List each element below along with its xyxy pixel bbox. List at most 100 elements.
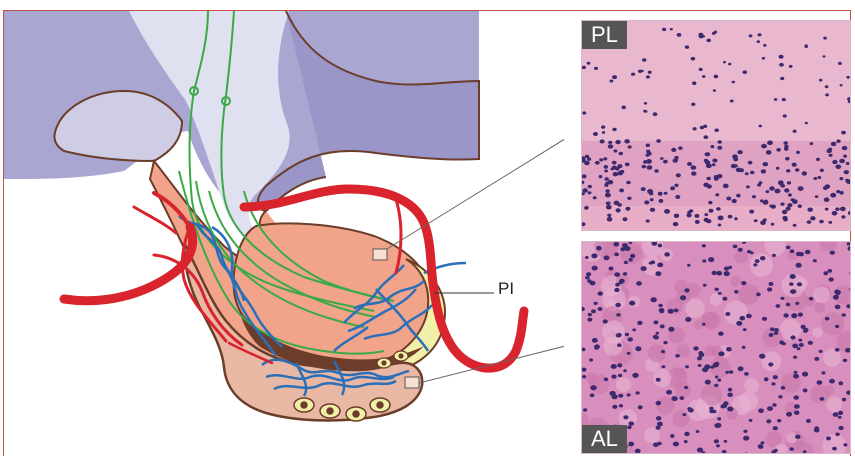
pl-nucleus: [718, 224, 722, 227]
al-nucleus: [617, 343, 621, 347]
al-nucleus: [845, 348, 851, 353]
pl-nucleus: [767, 141, 773, 146]
pl-nucleus: [737, 150, 742, 154]
al-nucleus: [590, 385, 596, 390]
al-nucleus: [627, 393, 631, 396]
pl-nucleus: [750, 171, 754, 174]
al-nucleus: [796, 252, 801, 256]
pl-nucleus: [625, 163, 630, 167]
pl-nucleus: [698, 33, 703, 37]
al-nucleus: [814, 428, 820, 432]
pl-nucleus: [602, 131, 605, 134]
pl-nucleus: [836, 190, 840, 193]
pl-nucleus: [778, 180, 784, 185]
al-nucleus: [623, 415, 628, 419]
pi-label: PI: [498, 279, 514, 299]
al-nucleus: [625, 333, 629, 336]
pl-nucleus: [650, 198, 654, 201]
pl-nucleus: [677, 33, 682, 37]
pl-nucleus: [757, 183, 761, 186]
al-nucleus: [767, 287, 772, 291]
pl-nucleus: [658, 192, 663, 196]
al-nucleus: [739, 316, 745, 321]
pl-nucleus: [825, 93, 829, 96]
al-nucleus: [585, 256, 589, 259]
al-nucleus: [773, 375, 778, 379]
al-nucleus: [819, 350, 823, 353]
pl-nucleus: [788, 193, 792, 196]
al-nucleus: [773, 426, 778, 430]
pl-nucleus: [763, 218, 767, 221]
al-nucleus: [623, 369, 627, 372]
al-nucleus: [796, 263, 802, 268]
al-nucleus: [592, 338, 598, 343]
al-nucleus: [666, 390, 672, 395]
al-nucleus: [682, 413, 686, 416]
pl-nucleus: [612, 128, 616, 131]
al-nucleus: [792, 344, 798, 349]
al-nucleus: [836, 292, 840, 295]
al-nucleus: [655, 271, 661, 276]
al-nucleus: [712, 271, 717, 275]
al-nucleus: [629, 258, 633, 262]
al-nucleus: [675, 354, 680, 358]
al-nucleus: [590, 393, 595, 397]
pl-nucleus: [787, 203, 792, 207]
al-cell: [602, 320, 625, 343]
al-nucleus: [583, 408, 587, 411]
pl-nucleus: [820, 169, 824, 172]
pl-nucleus: [605, 193, 611, 198]
al-nucleus: [799, 339, 803, 342]
al-nucleus: [783, 313, 788, 317]
al-nucleus: [624, 261, 628, 264]
pituitary-diagram: [4, 11, 564, 451]
pl-nucleus: [607, 217, 613, 222]
al-nucleus: [668, 309, 674, 314]
al-nucleus: [718, 332, 723, 336]
pl-nucleus: [771, 205, 776, 209]
al-nucleus: [587, 318, 592, 322]
pl-nucleus: [643, 160, 647, 164]
pl-nucleus: [641, 70, 644, 72]
al-nucleus: [670, 434, 675, 438]
al-nucleus: [623, 272, 628, 276]
al-nucleus: [598, 307, 603, 311]
al-nucleus: [742, 346, 746, 349]
pl-nucleus: [709, 209, 714, 213]
pl-nucleus: [745, 172, 749, 175]
al-nucleus: [797, 282, 802, 286]
al-nucleus: [658, 244, 662, 248]
al-nucleus: [734, 290, 738, 294]
al-nucleus: [786, 303, 791, 307]
pl-nucleus: [705, 152, 710, 156]
pl-nucleus: [758, 33, 762, 36]
al-nucleus: [609, 267, 614, 271]
pl-nucleus: [587, 157, 591, 160]
pl-nucleus: [654, 169, 658, 172]
pl-nucleus: [612, 161, 617, 165]
al-nucleus: [747, 250, 751, 253]
pl-nucleus: [626, 181, 631, 185]
al-nucleus: [776, 304, 781, 308]
al-cell: [644, 427, 660, 443]
pl-nucleus: [776, 148, 781, 152]
al-nucleus: [594, 346, 599, 350]
pl-nucleus: [817, 176, 821, 179]
al-nucleus: [673, 442, 679, 447]
pl-nucleus: [823, 37, 827, 40]
al-nucleus: [632, 328, 636, 331]
al-nucleus: [724, 271, 730, 276]
pl-nucleus: [798, 186, 804, 191]
al-nucleus: [835, 305, 841, 310]
al-cell: [826, 397, 842, 413]
al-nucleus: [823, 271, 828, 275]
pl-nucleus: [717, 174, 723, 178]
al-nucleus: [838, 411, 843, 415]
pl-nucleus: [749, 34, 753, 37]
pl-nucleus: [846, 162, 850, 165]
al-nucleus: [619, 404, 623, 407]
al-nucleus: [637, 321, 642, 325]
al-nucleus: [697, 356, 702, 360]
pl-nucleus: [712, 163, 716, 166]
pl-nucleus: [601, 125, 605, 128]
